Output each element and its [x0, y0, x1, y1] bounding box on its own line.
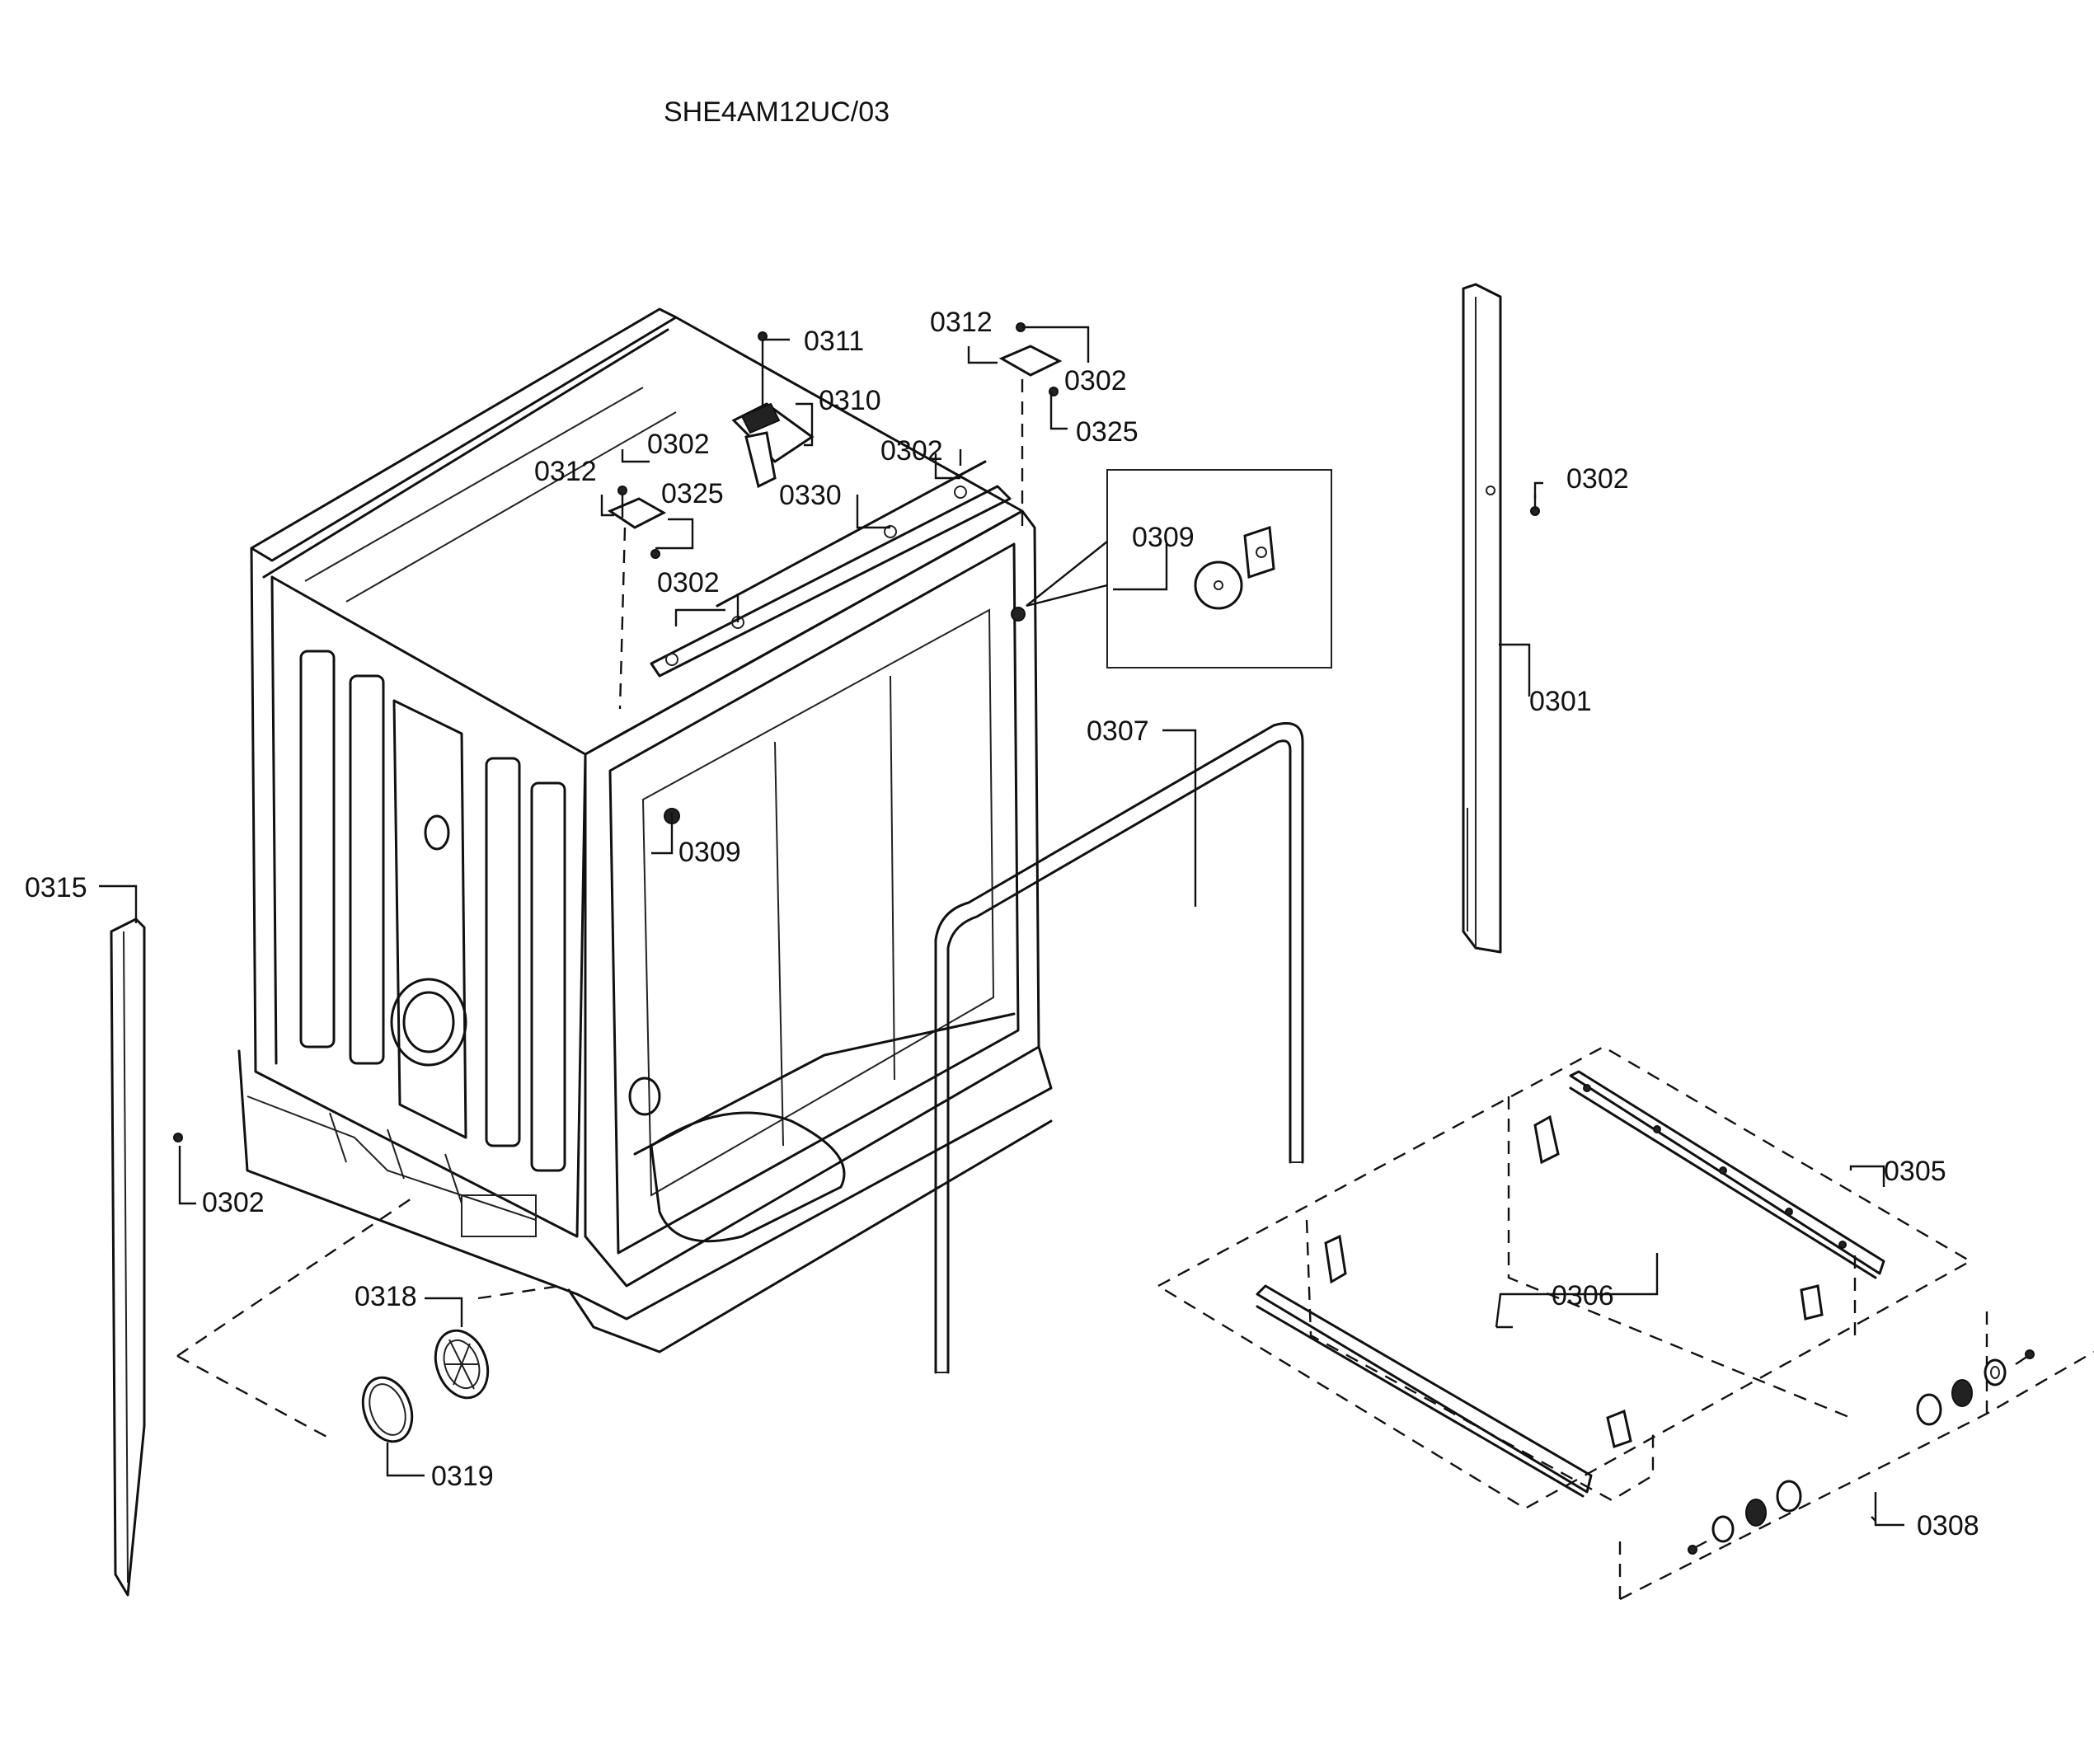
model-number: SHE4AM12UC/03 [664, 96, 890, 128]
leader-lines [99, 326, 1904, 1527]
callout-0330: 0330 [779, 480, 842, 511]
callout-0312-left: 0312 [534, 456, 597, 487]
callout-0309-inner: 0309 [678, 837, 741, 868]
callout-0309-box: 0309 [1132, 522, 1195, 553]
door-gasket [934, 722, 1304, 1374]
callout-0301: 0301 [1529, 686, 1592, 717]
callout-0318: 0318 [354, 1281, 417, 1312]
side-rail-left [110, 917, 183, 1597]
callout-0302-top-right: 0302 [1064, 365, 1127, 396]
tub-assembly [237, 307, 1053, 1353]
callout-0302-rail: 0302 [1566, 463, 1629, 495]
base-frame [1156, 1045, 2094, 1601]
callout-0311: 0311 [804, 326, 864, 357]
inset-box-0309 [1026, 469, 1332, 669]
callout-0319: 0319 [431, 1461, 494, 1492]
filter-0318 [434, 1329, 490, 1400]
callout-0308: 0308 [1917, 1510, 1979, 1541]
callout-0305: 0305 [1884, 1156, 1946, 1187]
callout-0302-mid: 0302 [880, 435, 943, 467]
callout-0310: 0310 [819, 385, 881, 416]
bracket-left [607, 486, 667, 559]
callout-0325-right: 0325 [1076, 416, 1139, 448]
seal-ring-0319 [361, 1376, 414, 1443]
side-rail-right [1462, 283, 1540, 954]
bracket-right [998, 322, 1063, 528]
callout-0325-left: 0325 [661, 478, 724, 509]
callout-0302-mid-left: 0302 [657, 567, 720, 598]
callout-0302-bottom-left: 0302 [202, 1187, 265, 1218]
callout-0312-right: 0312 [930, 307, 993, 338]
wheel-set-left [1688, 1480, 1802, 1555]
wheel-set-right [1916, 1349, 2035, 1426]
callout-0306: 0306 [1552, 1280, 1614, 1311]
callout-labels: 0311 0310 0312 0302 0325 0302 0330 0302 … [25, 307, 1979, 1541]
callout-0307: 0307 [1087, 715, 1149, 747]
callout-0302-top-left: 0302 [647, 429, 710, 460]
callout-0315: 0315 [25, 872, 87, 903]
